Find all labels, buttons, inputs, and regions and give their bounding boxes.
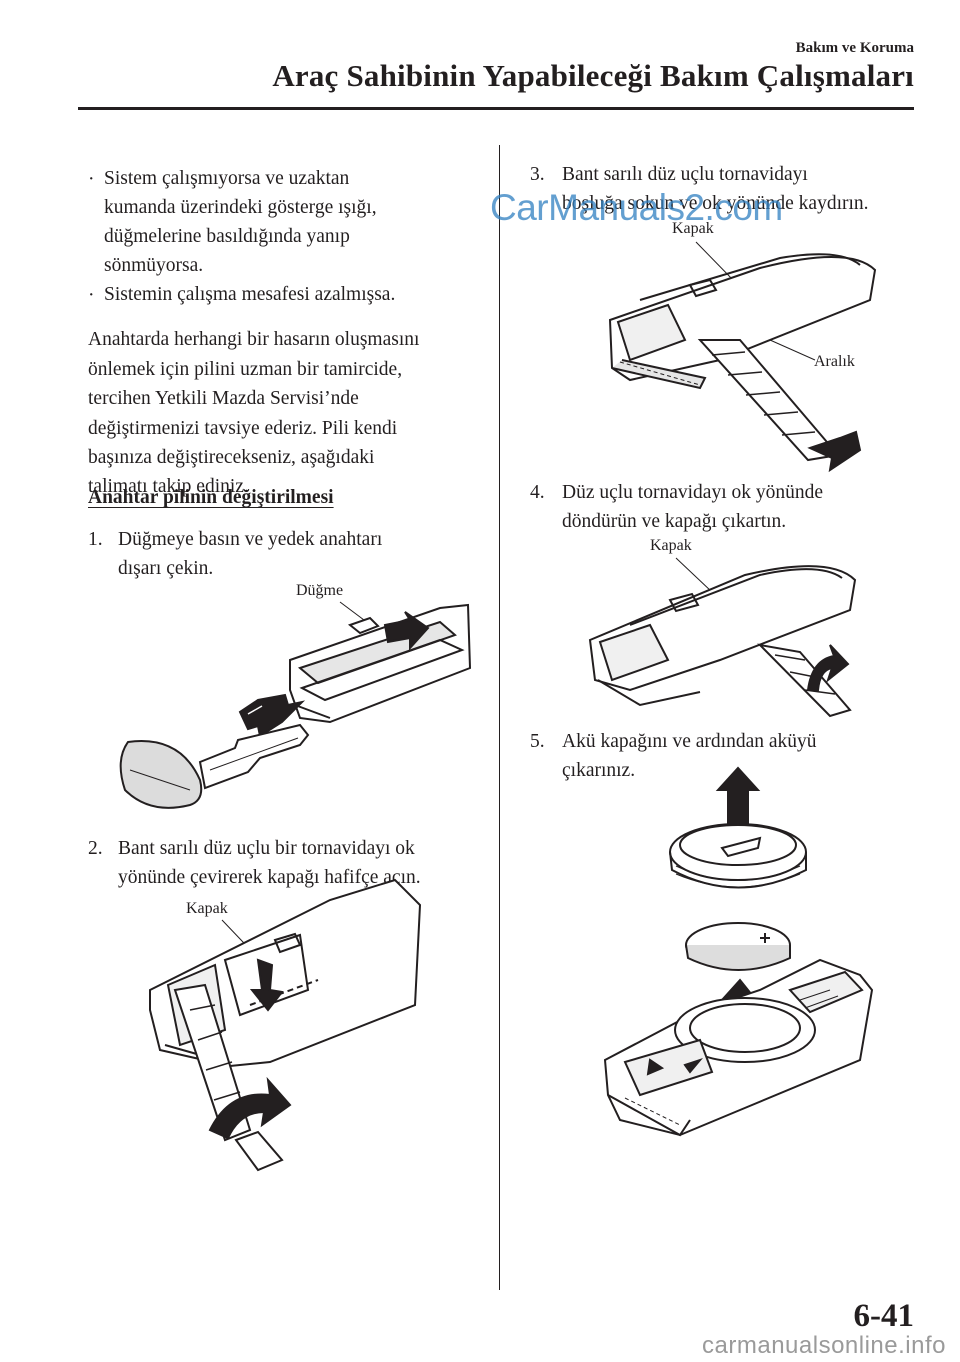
bullet-dot: ·	[88, 169, 95, 190]
bullet-2-line-1: Sistemin çalışma mesafesi azalmışsa.	[104, 284, 396, 305]
para-line-4: değiştirmenizi tavsiye ederiz. Pili kend…	[88, 418, 398, 439]
bullet-1-line-3: düğmelerine basıldığında yanıp	[104, 226, 350, 247]
header-rule	[78, 107, 914, 110]
footer-watermark: carmanualsonline.info	[702, 1332, 946, 1359]
step-4-line-1: Düz uçlu tornavidayı ok yönünde	[562, 482, 824, 503]
step-5-line-2: çıkarınız.	[562, 760, 636, 781]
step-3-line-2: boşluğa sokun ve ok yönünde kaydırın.	[562, 193, 869, 214]
figure-2-label: Kapak	[186, 900, 228, 917]
section-heading: Anahtar pilinin değiştirilmesi	[88, 487, 334, 508]
step-1-line-1: Düğmeye basın ve yedek anahtarı	[118, 529, 383, 550]
para-line-1: Anahtarda herhangi bir hasarın oluşmasın…	[88, 329, 420, 350]
step-3-line-1: Bant sarılı düz uçlu tornavidayı	[562, 164, 808, 185]
step-4-line-2: döndürün ve kapağı çıkartın.	[562, 511, 787, 532]
step-number: 4.	[530, 482, 545, 503]
figure-3-label-gap: Aralık	[814, 353, 855, 370]
column-divider	[499, 145, 500, 1290]
step-1-line-2: dışarı çekin.	[118, 558, 214, 579]
watermark: CarManuals2.com	[490, 187, 783, 228]
para-line-2: önlemek için pilini uzman bir tamircide,	[88, 359, 403, 380]
bullet-1-line-2: kumanda üzerindeki gösterge ışığı,	[104, 197, 377, 218]
page-number: 6-41	[853, 1298, 915, 1334]
bullet-dot: ·	[88, 285, 95, 306]
step-number: 2.	[88, 838, 103, 859]
step-5-line-1: Akü kapağını ve ardından aküyü	[562, 731, 817, 752]
step-number: 1.	[88, 529, 103, 550]
para-line-6: talimatı takip ediniz.	[88, 476, 249, 497]
figure-1-label: Düğme	[296, 582, 344, 599]
section-label: Bakım ve Koruma	[795, 40, 914, 56]
page-title: Araç Sahibinin Yapabileceği Bakım Çalışm…	[272, 58, 914, 93]
step-number: 5.	[530, 731, 545, 752]
figure-3-label-cover: Kapak	[672, 220, 714, 237]
para-line-5: başınıza değiştirecekseniz, aşağıdaki	[88, 447, 375, 468]
step-2-line-2: yönünde çevirerek kapağı hafifçe açın.	[118, 867, 421, 888]
step-2-line-1: Bant sarılı düz uçlu bir tornavidayı ok	[118, 838, 415, 859]
figure-4-label: Kapak	[650, 537, 692, 554]
step-number: 3.	[530, 164, 545, 185]
para-line-3: tercihen Yetkili Mazda Servisi’nde	[88, 388, 359, 409]
bullet-1-line-4: sönmüyorsa.	[104, 255, 204, 276]
bullet-1-line-1: Sistem çalışmıyorsa ve uzaktan	[104, 168, 350, 189]
